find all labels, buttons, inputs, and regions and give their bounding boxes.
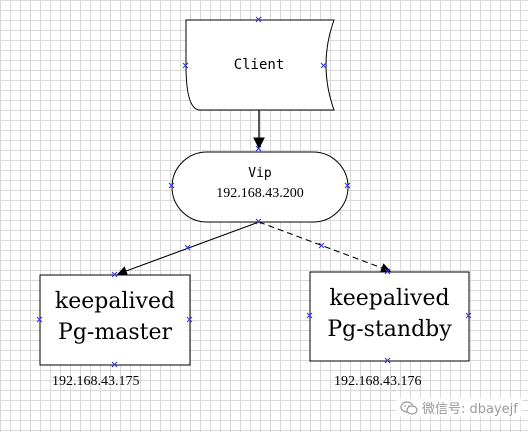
standby-ip-label: 192.168.43.176	[334, 374, 422, 389]
standby-role-label: Pg-standby	[327, 317, 452, 342]
vip-ip-label: 192.168.43.200	[216, 186, 304, 201]
vip-to-standby-connector	[258, 221, 391, 273]
master-role-label: Pg-master	[58, 320, 172, 345]
client-node[interactable]	[185, 19, 335, 111]
standby-node[interactable]	[309, 271, 470, 362]
vip-label: Vip	[248, 166, 272, 181]
selection-handles	[36, 16, 472, 368]
master-title-label: keepalived	[54, 289, 176, 314]
wechat-icon	[400, 400, 418, 415]
master-ip-label: 192.168.43.175	[52, 374, 140, 389]
watermark: 微信号: dbayejf	[396, 398, 522, 417]
standby-title-label: keepalived	[329, 286, 450, 311]
watermark-text: 微信号: dbayejf	[422, 402, 518, 417]
client-label: Client	[233, 57, 285, 73]
